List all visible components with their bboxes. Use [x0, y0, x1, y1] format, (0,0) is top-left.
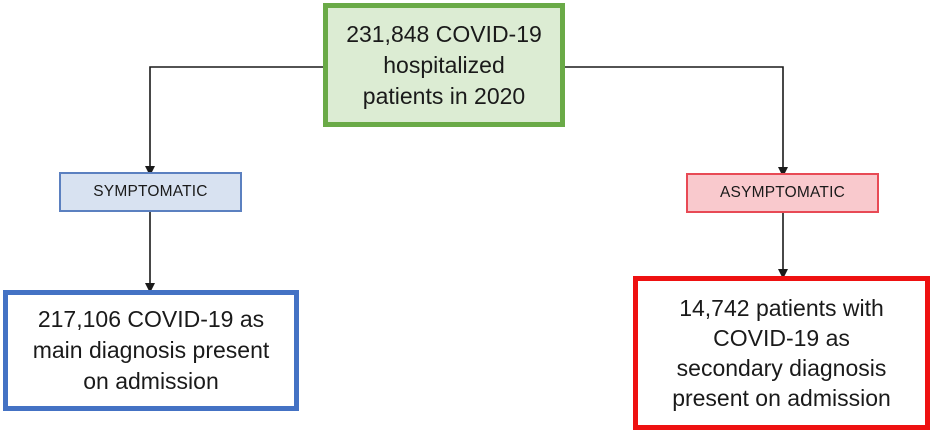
asymptomatic-label: ASYMPTOMATIC — [720, 184, 845, 201]
connector-root-to-asymptomatic — [565, 66, 788, 177]
asymptomatic-node: ASYMPTOMATIC — [686, 173, 879, 213]
root-node-label: 231,848 COVID-19 hospitalized patients i… — [346, 20, 542, 109]
asymptomatic-outcome-label: 14,742 patients with COVID-19 as seconda… — [672, 295, 891, 411]
symptomatic-outcome-label: 217,106 COVID-19 as main diagnosis prese… — [32, 306, 270, 394]
asymptomatic-outcome-node: 14,742 patients with COVID-19 as seconda… — [633, 276, 930, 430]
symptomatic-outcome-node: 217,106 COVID-19 as main diagnosis prese… — [3, 290, 299, 411]
symptomatic-label: SYMPTOMATIC — [93, 183, 208, 200]
root-node-hospitalized-patients: 231,848 COVID-19 hospitalized patients i… — [323, 3, 565, 127]
connector-root-to-symptomatic — [145, 66, 323, 176]
symptomatic-node: SYMPTOMATIC — [59, 172, 242, 212]
